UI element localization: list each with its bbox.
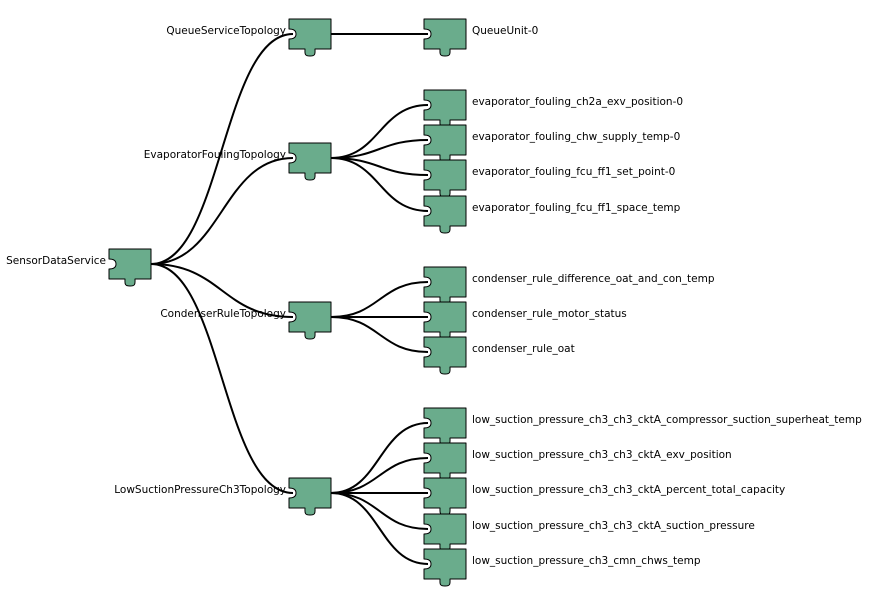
node-evap_2[interactable]: evaporator_fouling_chw_supply_temp-0 bbox=[423, 124, 680, 163]
node-label-evap_3: evaporator_fouling_fcu_ff1_set_point-0 bbox=[472, 166, 675, 178]
node-label-lsp_5: low_suction_pressure_ch3_cmn_chws_temp bbox=[472, 555, 701, 567]
edge-evaporator_fouling-to-evap_2 bbox=[330, 139, 429, 159]
edge-evaporator_fouling-to-evap_1 bbox=[330, 104, 429, 159]
node-low_suction[interactable]: LowSuctionPressureCh3Topology bbox=[114, 477, 332, 516]
node-label-low_suction: LowSuctionPressureCh3Topology bbox=[114, 484, 286, 496]
puzzle-piece-icon bbox=[288, 142, 332, 181]
edge-root-to-condenser_rule bbox=[150, 263, 294, 318]
edge-root-to-queue_service bbox=[150, 33, 294, 265]
node-label-cond_1: condenser_rule_difference_oat_and_con_te… bbox=[472, 273, 715, 285]
edge-evaporator_fouling-to-evap_4 bbox=[330, 157, 429, 212]
node-queue_unit[interactable]: QueueUnit-0 bbox=[423, 18, 538, 57]
edge-root-to-evaporator_fouling bbox=[150, 157, 294, 265]
node-label-condenser_rule: CondenserRuleTopology bbox=[160, 308, 286, 320]
puzzle-piece-icon bbox=[423, 442, 467, 481]
puzzle-piece-icon bbox=[423, 159, 467, 198]
edge-evaporator_fouling-to-evap_3 bbox=[330, 157, 429, 176]
puzzle-piece-icon bbox=[423, 195, 467, 234]
edge-condenser_rule-to-cond_3 bbox=[330, 316, 429, 353]
node-label-queue_unit: QueueUnit-0 bbox=[472, 25, 538, 37]
node-label-cond_2: condenser_rule_motor_status bbox=[472, 308, 627, 320]
edge-layer bbox=[150, 32, 429, 565]
edge-low_suction-to-lsp_5 bbox=[330, 492, 429, 565]
puzzle-piece-icon bbox=[423, 336, 467, 375]
node-evaporator_fouling[interactable]: EvaporatorFoulingTopology bbox=[144, 142, 332, 181]
puzzle-piece-icon bbox=[423, 124, 467, 163]
puzzle-piece-icon bbox=[423, 477, 467, 516]
puzzle-piece-icon bbox=[423, 301, 467, 340]
node-cond_2[interactable]: condenser_rule_motor_status bbox=[423, 301, 627, 340]
node-label-cond_3: condenser_rule_oat bbox=[472, 343, 575, 355]
puzzle-piece-icon bbox=[423, 513, 467, 552]
node-queue_service[interactable]: QueueServiceTopology bbox=[166, 18, 332, 57]
puzzle-piece-icon bbox=[288, 301, 332, 340]
node-label-evaporator_fouling: EvaporatorFoulingTopology bbox=[144, 149, 286, 161]
puzzle-piece-icon bbox=[288, 477, 332, 516]
node-layer: SensorDataService QueueServiceTopology Que… bbox=[6, 18, 862, 587]
edge-low_suction-to-lsp_1 bbox=[330, 422, 429, 494]
node-condenser_rule[interactable]: CondenserRuleTopology bbox=[160, 301, 332, 340]
node-lsp_1[interactable]: low_suction_pressure_ch3_ch3_cktA_compre… bbox=[423, 407, 862, 446]
node-label-lsp_3: low_suction_pressure_ch3_ch3_cktA_percen… bbox=[472, 484, 785, 496]
node-label-root: SensorDataService bbox=[6, 255, 106, 267]
edge-root-to-low_suction bbox=[150, 263, 294, 494]
node-label-evap_1: evaporator_fouling_ch2a_exv_position-0 bbox=[472, 96, 683, 108]
node-label-lsp_2: low_suction_pressure_ch3_ch3_cktA_exv_po… bbox=[472, 449, 732, 461]
node-cond_3[interactable]: condenser_rule_oat bbox=[423, 336, 575, 375]
node-label-evap_2: evaporator_fouling_chw_supply_temp-0 bbox=[472, 131, 680, 143]
edge-low_suction-to-lsp_4 bbox=[330, 492, 429, 530]
node-cond_1[interactable]: condenser_rule_difference_oat_and_con_te… bbox=[423, 266, 715, 305]
node-label-lsp_1: low_suction_pressure_ch3_ch3_cktA_compre… bbox=[472, 414, 862, 426]
node-lsp_2[interactable]: low_suction_pressure_ch3_ch3_cktA_exv_po… bbox=[423, 442, 732, 481]
node-evap_1[interactable]: evaporator_fouling_ch2a_exv_position-0 bbox=[423, 89, 683, 128]
node-evap_3[interactable]: evaporator_fouling_fcu_ff1_set_point-0 bbox=[423, 159, 675, 198]
puzzle-piece-icon bbox=[108, 248, 152, 287]
edge-low_suction-to-lsp_2 bbox=[330, 457, 429, 494]
node-label-queue_service: QueueServiceTopology bbox=[166, 25, 286, 37]
puzzle-piece-icon bbox=[423, 548, 467, 587]
puzzle-piece-icon bbox=[423, 89, 467, 128]
edge-condenser_rule-to-cond_1 bbox=[330, 281, 429, 318]
node-evap_4[interactable]: evaporator_fouling_fcu_ff1_space_temp bbox=[423, 195, 681, 234]
node-lsp_4[interactable]: low_suction_pressure_ch3_ch3_cktA_suctio… bbox=[423, 513, 755, 552]
node-label-evap_4: evaporator_fouling_fcu_ff1_space_temp bbox=[472, 202, 681, 214]
node-lsp_3[interactable]: low_suction_pressure_ch3_ch3_cktA_percen… bbox=[423, 477, 785, 516]
puzzle-piece-icon bbox=[423, 18, 467, 57]
puzzle-piece-icon bbox=[423, 407, 467, 446]
node-label-lsp_4: low_suction_pressure_ch3_ch3_cktA_suctio… bbox=[472, 520, 755, 532]
puzzle-piece-icon bbox=[288, 18, 332, 57]
node-root[interactable]: SensorDataService bbox=[6, 248, 152, 287]
node-lsp_5[interactable]: low_suction_pressure_ch3_cmn_chws_temp bbox=[423, 548, 701, 587]
puzzle-piece-icon bbox=[423, 266, 467, 305]
